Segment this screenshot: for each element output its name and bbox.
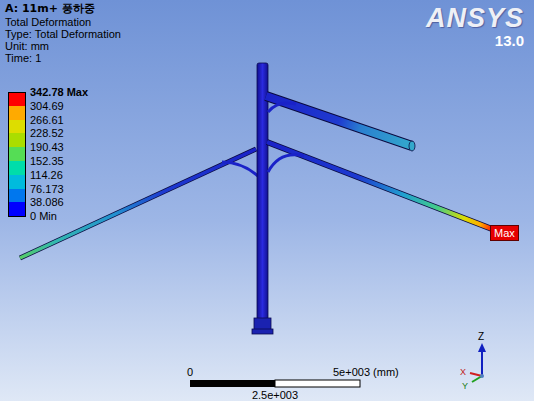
legend-value: 190.43	[30, 141, 64, 153]
legend-swatch	[8, 133, 26, 147]
legend-value: 342.78 Max	[30, 86, 88, 98]
software-version: 13.0	[495, 33, 524, 49]
legend-value: 228.52	[30, 127, 64, 139]
marker-text: Max	[491, 226, 518, 240]
result-name: Total Deformation	[5, 16, 91, 28]
legend-value: 266.61	[30, 114, 64, 126]
scale-end: 5e+003 (mm)	[333, 366, 399, 378]
result-time: Time: 1	[5, 52, 41, 64]
max-marker: Max	[490, 225, 519, 241]
legend-value: 76.173	[30, 183, 64, 195]
scale-start: 0	[187, 366, 193, 378]
legend-value: 38.086	[30, 196, 64, 208]
scale-mid: 2.5e+003	[252, 389, 298, 401]
legend-value: 152.35	[30, 155, 64, 167]
legend-swatch	[8, 92, 26, 106]
legend-swatch	[8, 189, 26, 203]
legend-swatch	[8, 106, 26, 120]
axis-x: X	[460, 366, 466, 378]
result-type: Type: Total Deformation	[5, 28, 121, 40]
legend-swatch	[8, 120, 26, 134]
axis-y: Y	[462, 380, 468, 392]
legend-swatch	[8, 202, 26, 216]
result-unit: Unit: mm	[5, 40, 49, 52]
legend-min: 0 Min	[30, 210, 57, 222]
result-title: A: 11m+ 풍하중	[5, 3, 95, 15]
legend-value: 114.26	[30, 169, 63, 181]
legend-swatch	[8, 175, 26, 189]
legend-value: 304.69	[30, 100, 64, 112]
axis-z: Z	[478, 331, 484, 343]
legend-swatch	[8, 161, 26, 175]
legend-swatch	[8, 147, 26, 161]
software-logo: ANSYS	[426, 4, 524, 32]
